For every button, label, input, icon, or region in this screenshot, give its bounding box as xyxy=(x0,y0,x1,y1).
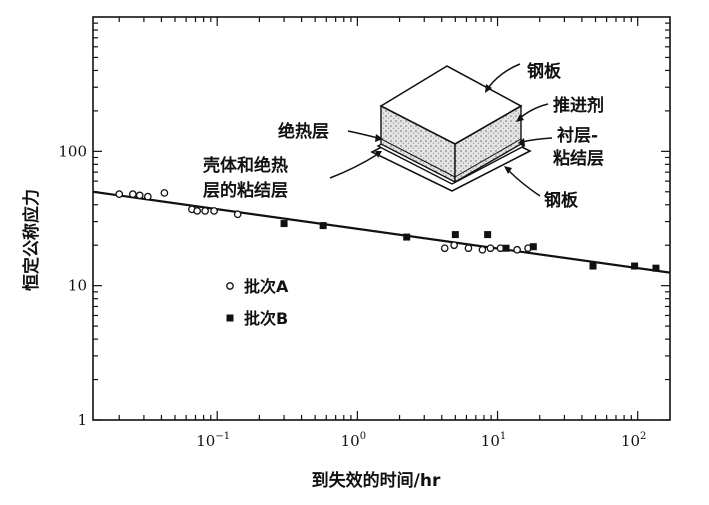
x-axis-label: 到失效的时间/hr xyxy=(312,470,441,491)
leader-steel-top xyxy=(487,63,521,89)
axis-ticks xyxy=(93,17,670,421)
legend-marker-b xyxy=(226,314,234,322)
point-batch-b xyxy=(484,231,492,239)
plot-frame xyxy=(92,16,671,421)
axis-tick-labels: 1 10 100 10−1 100 101 102 xyxy=(58,142,646,450)
y-tick-label: 10 xyxy=(68,277,87,295)
point-batch-a xyxy=(450,241,458,250)
point-batch-a xyxy=(115,190,124,199)
x-tick-label: 102 xyxy=(621,431,646,450)
legend-label-b: 批次B xyxy=(244,309,288,328)
legend-marker-a xyxy=(226,282,234,290)
point-batch-a xyxy=(464,244,473,253)
point-batch-a xyxy=(478,245,487,254)
y-axis-label: 恒定公称应力 xyxy=(21,189,42,291)
leader-case-bond xyxy=(329,153,379,179)
steel-plate-top xyxy=(379,65,523,145)
leader-propellant xyxy=(519,103,549,119)
legend-label-a: 批次A xyxy=(244,277,289,296)
fit-line xyxy=(92,190,671,274)
label-case-bond: 壳体和绝热 xyxy=(202,155,288,176)
x-tick-label: 101 xyxy=(481,431,506,450)
leader-insulation xyxy=(347,130,379,139)
point-batch-b xyxy=(652,264,660,272)
leader-steel-bottom xyxy=(507,169,541,197)
liner-line-right xyxy=(454,138,522,178)
point-batch-a xyxy=(160,189,169,197)
label-insulation: 绝热层 xyxy=(278,121,329,142)
point-batch-a xyxy=(143,192,152,201)
inset-diagram: 钢板 推进剂 衬层- 粘结层 钢板 绝热层 壳体和绝热 层的粘结层 xyxy=(202,61,604,211)
point-batch-a xyxy=(201,207,209,215)
x-tick-label: 10−1 xyxy=(196,431,230,450)
point-batch-a xyxy=(486,244,495,253)
liner-line xyxy=(380,138,456,178)
label-propellant: 推进剂 xyxy=(553,95,604,116)
legend: 批次A 批次B xyxy=(226,277,289,328)
arrow-insulation xyxy=(375,134,383,142)
point-batch-a xyxy=(135,191,144,200)
point-batch-b xyxy=(529,243,537,251)
label-liner-2: 粘结层 xyxy=(553,148,604,169)
point-batch-b xyxy=(319,222,327,230)
label-case-bond-2: 层的粘结层 xyxy=(203,180,288,201)
point-batch-a xyxy=(513,245,521,254)
leader-liner xyxy=(521,137,553,143)
point-batch-b xyxy=(631,262,639,270)
point-batch-b xyxy=(280,220,288,228)
point-batch-b xyxy=(451,231,459,239)
point-batch-b xyxy=(403,233,411,241)
point-batch-a xyxy=(210,207,218,215)
point-batch-a xyxy=(233,210,242,219)
point-batch-b xyxy=(502,244,510,252)
arrow-propellant xyxy=(516,114,524,122)
x-tick-label: 100 xyxy=(341,431,366,450)
point-batch-a xyxy=(440,244,449,253)
point-batch-a xyxy=(193,207,202,215)
point-batch-b xyxy=(589,262,597,270)
arrow-steel-bottom xyxy=(504,166,512,174)
arrow-steel-top xyxy=(485,84,492,93)
label-steel-top: 钢板 xyxy=(527,61,562,82)
data-points xyxy=(115,189,660,272)
y-tick-label: 1 xyxy=(77,411,87,429)
point-batch-a xyxy=(128,190,137,199)
label-steel-bottom: 钢板 xyxy=(544,190,579,211)
y-tick-label: 100 xyxy=(58,142,87,160)
label-liner: 衬层- xyxy=(557,125,598,146)
arrow-case-bond xyxy=(375,151,382,158)
arrow-liner xyxy=(518,138,525,146)
